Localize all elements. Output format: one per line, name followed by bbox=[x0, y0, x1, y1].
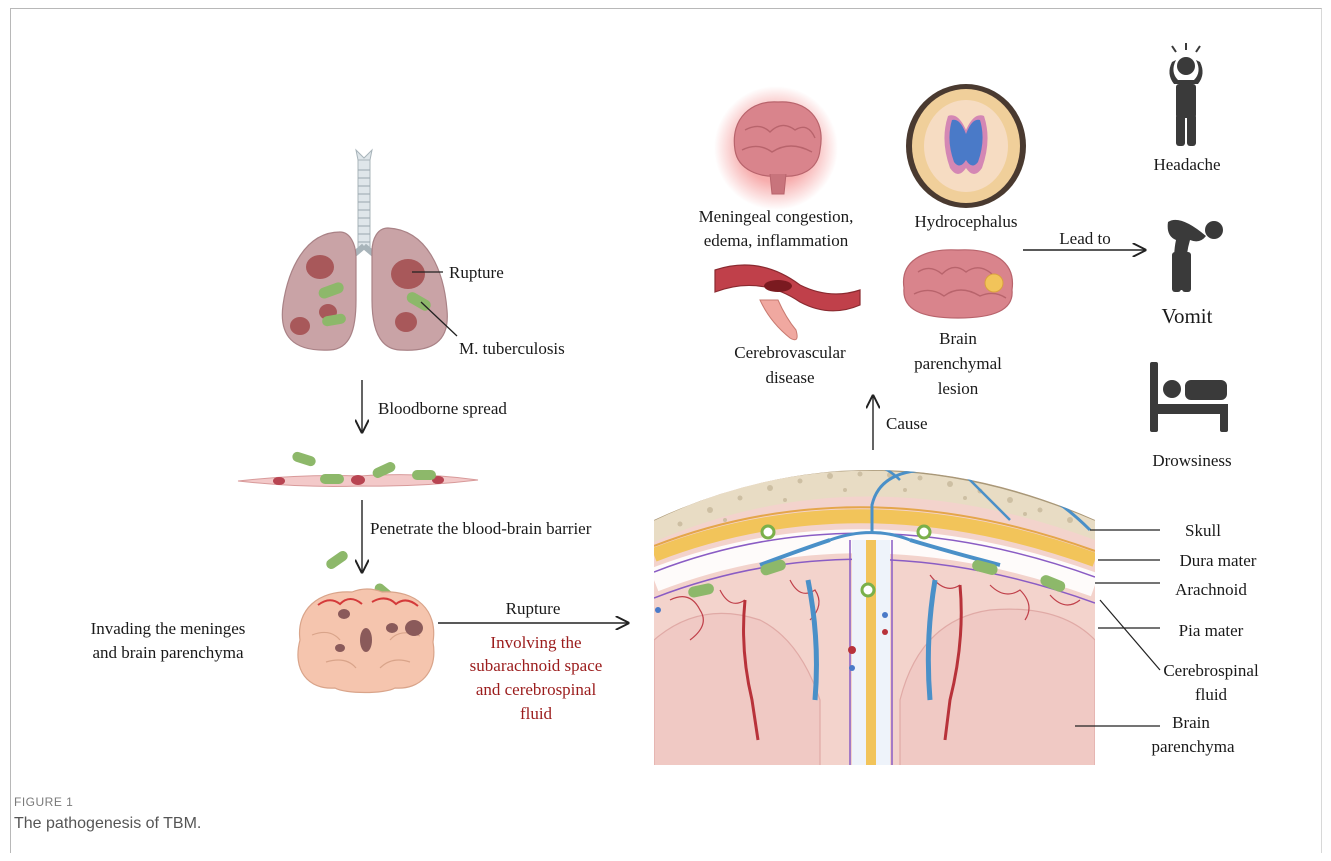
lesion-label-3: lesion bbox=[938, 379, 979, 398]
headache-label: Headache bbox=[1153, 155, 1220, 174]
hydrocephalus-icon bbox=[906, 84, 1026, 208]
rupture-label: Rupture bbox=[506, 599, 561, 618]
lesion-label-1: Brain bbox=[939, 329, 977, 348]
lungs-illustration bbox=[282, 150, 447, 350]
meningeal-label-2: edema, inflammation bbox=[704, 231, 849, 250]
vomit-icon bbox=[1168, 220, 1223, 292]
cause-label: Cause bbox=[886, 414, 928, 433]
layer-brain-label-1: Brain bbox=[1172, 713, 1210, 732]
meningeal-label-1: Meningeal congestion, bbox=[699, 207, 854, 226]
lesion-brain-icon bbox=[904, 250, 1013, 318]
invading-label-1: Invading the meninges bbox=[91, 619, 246, 638]
drowsiness-icon bbox=[1150, 362, 1228, 432]
layer-arachnoid-label: Arachnoid bbox=[1175, 580, 1247, 599]
layer-pia-label: Pia mater bbox=[1179, 621, 1244, 640]
cerebrovascular-label-2: disease bbox=[765, 368, 814, 387]
cerebrovascular-icon bbox=[715, 265, 860, 340]
involving-label-3: and cerebrospinal bbox=[476, 680, 597, 699]
inflamed-brain-icon bbox=[714, 86, 838, 210]
blood-vessel-illustration bbox=[238, 451, 478, 487]
hydrocephalus-label: Hydrocephalus bbox=[915, 212, 1018, 231]
involving-label-4: fluid bbox=[520, 704, 553, 723]
figure-number: FIGURE 1 bbox=[14, 795, 73, 809]
brain-section-illustration bbox=[298, 549, 434, 692]
drowsiness-label: Drowsiness bbox=[1152, 451, 1231, 470]
involving-label-2: subarachnoid space bbox=[470, 656, 603, 675]
vomit-label: Vomit bbox=[1162, 304, 1213, 328]
layer-dura-label: Dura mater bbox=[1180, 551, 1257, 570]
layer-csf-label-1: Cerebrospinal bbox=[1163, 661, 1259, 680]
penetrate-label: Penetrate the blood-brain barrier bbox=[370, 519, 592, 538]
headache-icon bbox=[1169, 43, 1202, 146]
invading-label-2: and brain parenchyma bbox=[92, 643, 243, 662]
layer-brain-label-2: parenchyma bbox=[1151, 737, 1235, 756]
pathogenesis-diagram: Rupture M. tuberculosis Bloodborne sprea… bbox=[0, 0, 1331, 790]
meninges-cross-section bbox=[654, 466, 1095, 770]
layer-skull-label: Skull bbox=[1185, 521, 1221, 540]
cerebrovascular-label-1: Cerebrovascular bbox=[734, 343, 846, 362]
bloodborne-label: Bloodborne spread bbox=[378, 399, 507, 418]
lung-rupture-label: Rupture bbox=[449, 263, 504, 282]
figure-caption: The pathogenesis of TBM. bbox=[14, 815, 201, 833]
lesion-label-2: parenchymal bbox=[914, 354, 1002, 373]
involving-label-1: Involving the bbox=[490, 633, 581, 652]
mtb-label: M. tuberculosis bbox=[459, 339, 565, 358]
lead-to-label: Lead to bbox=[1059, 229, 1110, 248]
layer-csf-label-2: fluid bbox=[1195, 685, 1228, 704]
